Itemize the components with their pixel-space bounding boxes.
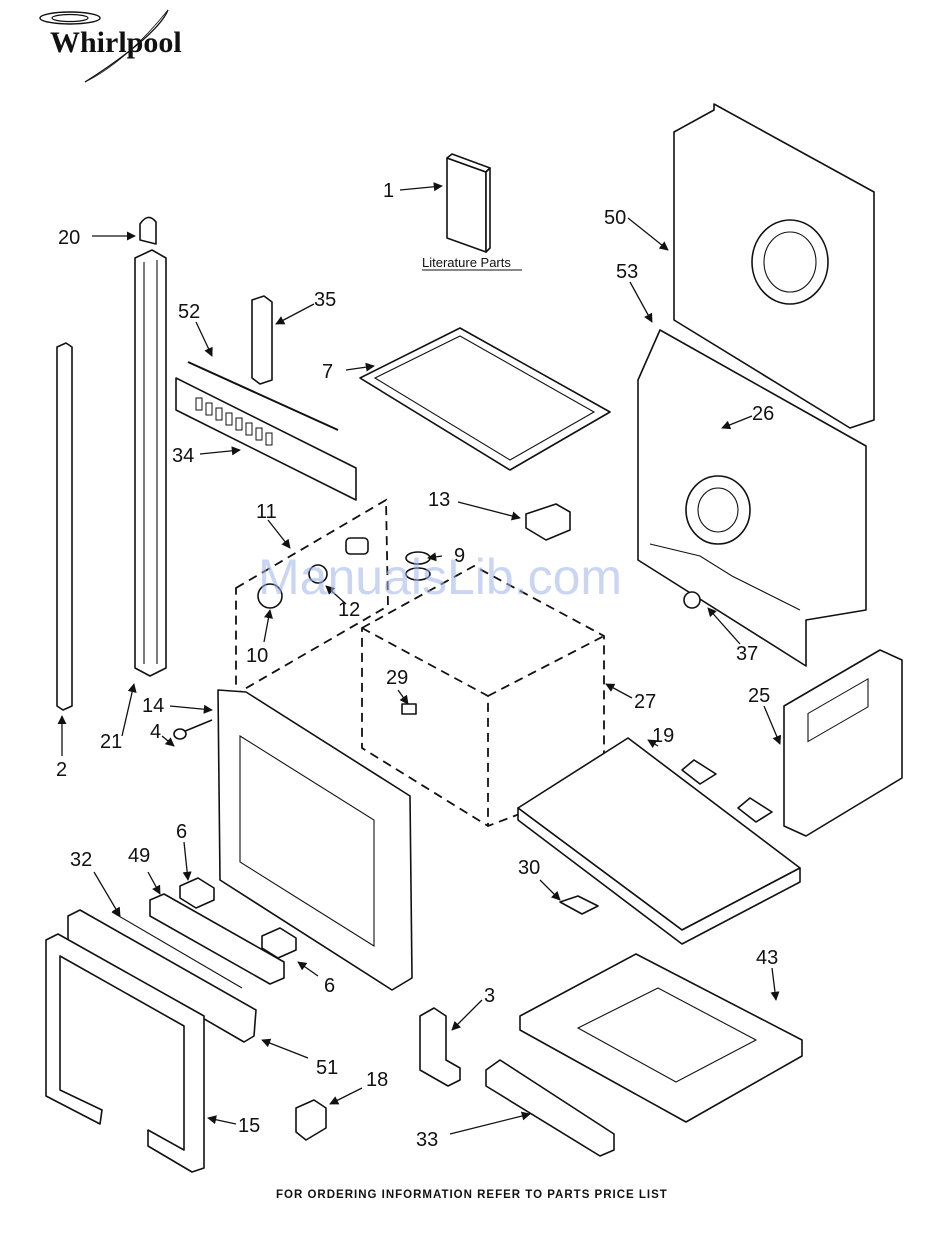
callout-15: 15 — [238, 1115, 260, 1137]
part-37-grommet — [684, 592, 700, 608]
callout-34: 34 — [172, 445, 194, 467]
part-2-trim-rod — [57, 343, 72, 710]
callout-30: 30 — [518, 857, 540, 879]
literature-parts-booklet — [422, 154, 522, 270]
part-43-bottom-frame — [520, 954, 802, 1122]
part-30-bracket — [560, 896, 598, 914]
callout-29: 29 — [386, 667, 408, 689]
callout-10: 10 — [246, 645, 268, 667]
callout-13: 13 — [428, 489, 450, 511]
part-29-sensor — [402, 704, 416, 714]
whirlpool-logo: Whirlpool — [40, 10, 182, 82]
callout-3: 3 — [484, 985, 495, 1007]
callout-27: 27 — [634, 691, 656, 713]
part-25-side-panel — [784, 650, 902, 836]
footer-note: FOR ORDERING INFORMATION REFER TO PARTS … — [276, 1189, 668, 1201]
logo-wordmark: Whirlpool — [50, 26, 182, 59]
part-19-bottom-panel — [518, 738, 800, 944]
callout-51: 51 — [316, 1057, 338, 1079]
callout-50: 50 — [604, 207, 626, 229]
callout-4: 4 — [150, 721, 161, 743]
part-4-screw — [174, 720, 212, 739]
callout-18: 18 — [366, 1069, 388, 1091]
callout-26: 26 — [752, 403, 774, 425]
callout-37: 37 — [736, 643, 758, 665]
callout-2: 2 — [56, 759, 67, 781]
callout-7: 7 — [322, 361, 333, 383]
part-3-hinge-bracket — [420, 1008, 460, 1086]
part-21-side-trim — [135, 250, 166, 676]
callout-49: 49 — [128, 845, 150, 867]
callout-6a: 6 — [176, 821, 187, 843]
callout-32: 32 — [70, 849, 92, 871]
watermark: ManualsLib.com — [258, 549, 622, 605]
callout-33: 33 — [416, 1129, 438, 1151]
callout-35: 35 — [314, 289, 336, 311]
callout-25: 25 — [748, 685, 770, 707]
callout-53: 53 — [616, 261, 638, 283]
part-35-bracket — [252, 296, 272, 384]
callout-1: 1 — [383, 180, 394, 202]
literature-parts-label: Literature Parts — [422, 255, 511, 270]
part-20-end-cap — [140, 217, 156, 244]
part-18-clip — [296, 1100, 326, 1140]
callout-14: 14 — [142, 695, 164, 717]
callout-19: 19 — [652, 725, 674, 747]
callout-43: 43 — [756, 947, 778, 969]
callout-20: 20 — [58, 227, 80, 249]
callout-11: 11 — [256, 501, 277, 523]
part-7-glass-panel — [360, 328, 610, 470]
callout-52: 52 — [178, 301, 200, 323]
callout-6b: 6 — [324, 975, 335, 997]
callout-21: 21 — [100, 731, 122, 753]
part-6-block-left — [180, 878, 214, 908]
part-13-clip — [526, 504, 570, 540]
part-33-channel — [486, 1060, 614, 1156]
